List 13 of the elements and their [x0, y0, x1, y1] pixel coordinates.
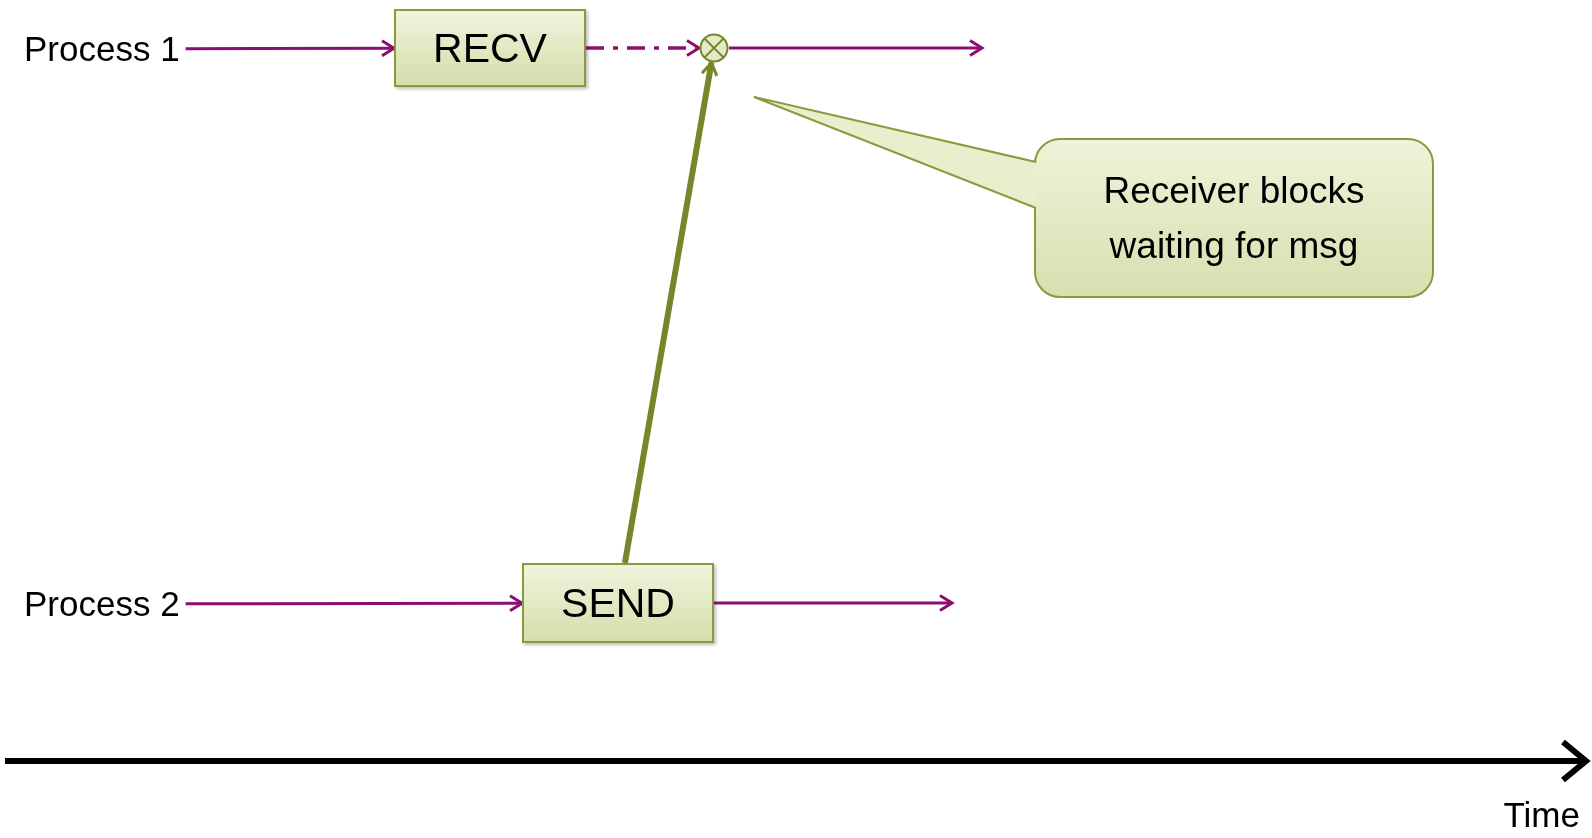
- process-label: Process 1: [24, 29, 180, 69]
- arrow: [185, 594, 524, 613]
- callout-box: Receiver blocks waiting for msg: [1034, 138, 1434, 298]
- sync-point-icon: [699, 33, 729, 63]
- arrow: [586, 39, 701, 57]
- process-label: Process 2: [24, 584, 180, 624]
- arrow: [621, 61, 719, 564]
- arrow: [714, 594, 954, 612]
- axis-label: Time: [1503, 795, 1580, 835]
- arrow: [185, 39, 396, 58]
- arrow: [729, 39, 984, 57]
- process-box: SEND: [522, 563, 714, 643]
- process-box: RECV: [394, 9, 586, 87]
